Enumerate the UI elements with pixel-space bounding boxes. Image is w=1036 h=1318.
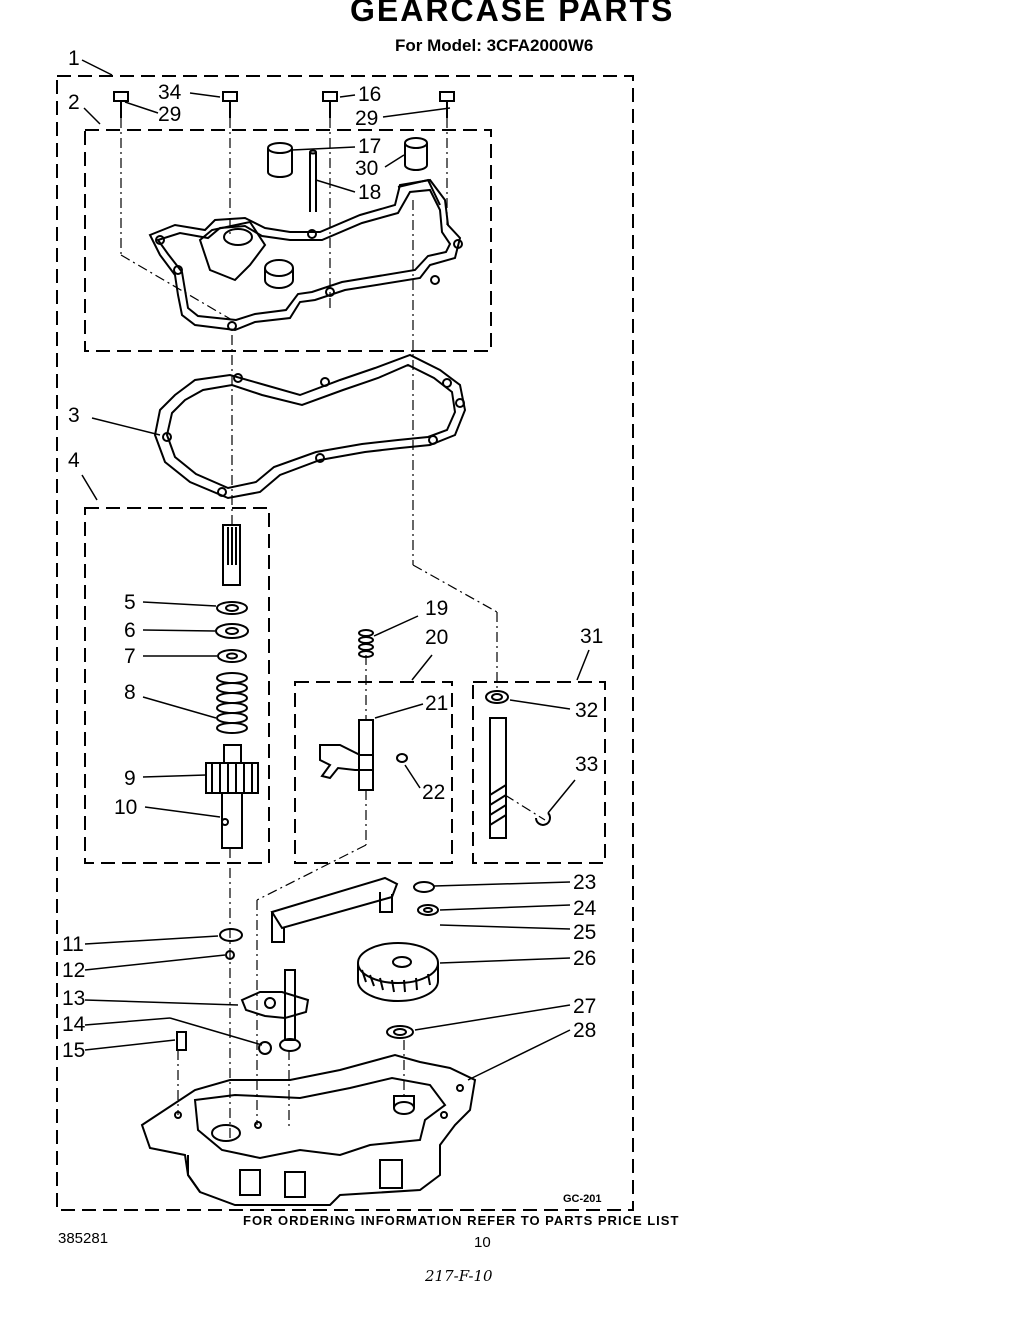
callout-27: 27 <box>573 995 597 1018</box>
handwritten-note: 217-F-10 <box>425 1267 493 1285</box>
callout-14: 14 <box>62 1013 86 1036</box>
group-box-1 <box>56 75 634 1211</box>
callout-29-left: 29 <box>158 103 182 126</box>
washer-7 <box>217 649 247 663</box>
callout-8: 8 <box>124 681 136 704</box>
page-title: GEARCASE PARTS <box>350 0 675 28</box>
callout-31: 31 <box>580 625 604 648</box>
callout-22: 22 <box>422 781 446 804</box>
clip-22 <box>396 753 408 763</box>
callout-13: 13 <box>62 987 86 1010</box>
washer-11 <box>219 928 243 942</box>
callout-15: 15 <box>62 1039 86 1062</box>
pin-15 <box>176 1031 187 1051</box>
callout-26: 26 <box>573 947 597 970</box>
spring-19 <box>358 629 374 658</box>
screw-29-right <box>439 91 455 118</box>
pinion-shaft <box>222 524 241 586</box>
bushing-17 <box>267 142 293 178</box>
spring-8 <box>216 672 248 734</box>
callout-10: 10 <box>114 796 138 819</box>
diagram-code: GC-201 <box>563 1193 602 1205</box>
callout-33: 33 <box>575 753 599 776</box>
callout-30: 30 <box>355 157 379 180</box>
page-number: 10 <box>474 1234 491 1251</box>
callout-29-right: 29 <box>355 107 379 130</box>
drive-link <box>270 876 399 943</box>
washer-23 <box>413 881 435 893</box>
callout-25: 25 <box>573 921 597 944</box>
callout-19: 19 <box>425 597 449 620</box>
group-box-4 <box>84 507 270 864</box>
shifter-assembly <box>240 969 310 1055</box>
callout-34: 34 <box>158 81 182 104</box>
callout-2: 2 <box>68 91 80 114</box>
callout-20: 20 <box>425 626 449 649</box>
callout-28: 28 <box>573 1019 597 1042</box>
screw-29-left <box>113 91 129 118</box>
retaining-ring-33 <box>535 812 551 826</box>
gearcase-housing <box>140 1053 477 1206</box>
screw-34 <box>222 91 238 118</box>
callout-1: 1 <box>68 47 80 70</box>
callout-11: 11 <box>62 933 84 956</box>
callout-18: 18 <box>358 181 382 204</box>
pin-18 <box>309 149 317 212</box>
callout-21: 21 <box>425 692 449 715</box>
shift-fork-21 <box>319 719 374 791</box>
bushing-30 <box>404 137 428 171</box>
callout-24: 24 <box>573 897 597 920</box>
callout-6: 6 <box>124 619 136 642</box>
ball-12 <box>225 950 235 960</box>
washer-32 <box>485 690 509 704</box>
gear-26 <box>357 942 439 1002</box>
callout-9: 9 <box>124 767 136 790</box>
group-box-2 <box>84 129 492 352</box>
document-number: 385281 <box>58 1230 109 1247</box>
group-box-31 <box>472 681 606 864</box>
gasket <box>153 353 467 500</box>
callout-4: 4 <box>68 449 80 472</box>
callout-23: 23 <box>573 871 597 894</box>
washer-27 <box>386 1025 414 1039</box>
callout-3: 3 <box>68 404 80 427</box>
washer-24 <box>417 904 439 916</box>
screw-16 <box>322 91 338 118</box>
gearcase-cover <box>148 178 463 332</box>
callout-5: 5 <box>124 591 136 614</box>
callout-17: 17 <box>358 135 382 158</box>
pinion-gear-9 <box>205 744 259 849</box>
washer-6 <box>215 623 249 639</box>
callout-12: 12 <box>62 959 86 982</box>
callout-16: 16 <box>358 83 382 106</box>
callout-32: 32 <box>575 699 599 722</box>
washer-5 <box>216 601 248 615</box>
ordering-note: FOR ORDERING INFORMATION REFER TO PARTS … <box>243 1213 680 1228</box>
model-number: For Model: 3CFA2000W6 <box>395 36 594 55</box>
callout-7: 7 <box>124 645 136 668</box>
shaft-assembly <box>489 717 507 839</box>
